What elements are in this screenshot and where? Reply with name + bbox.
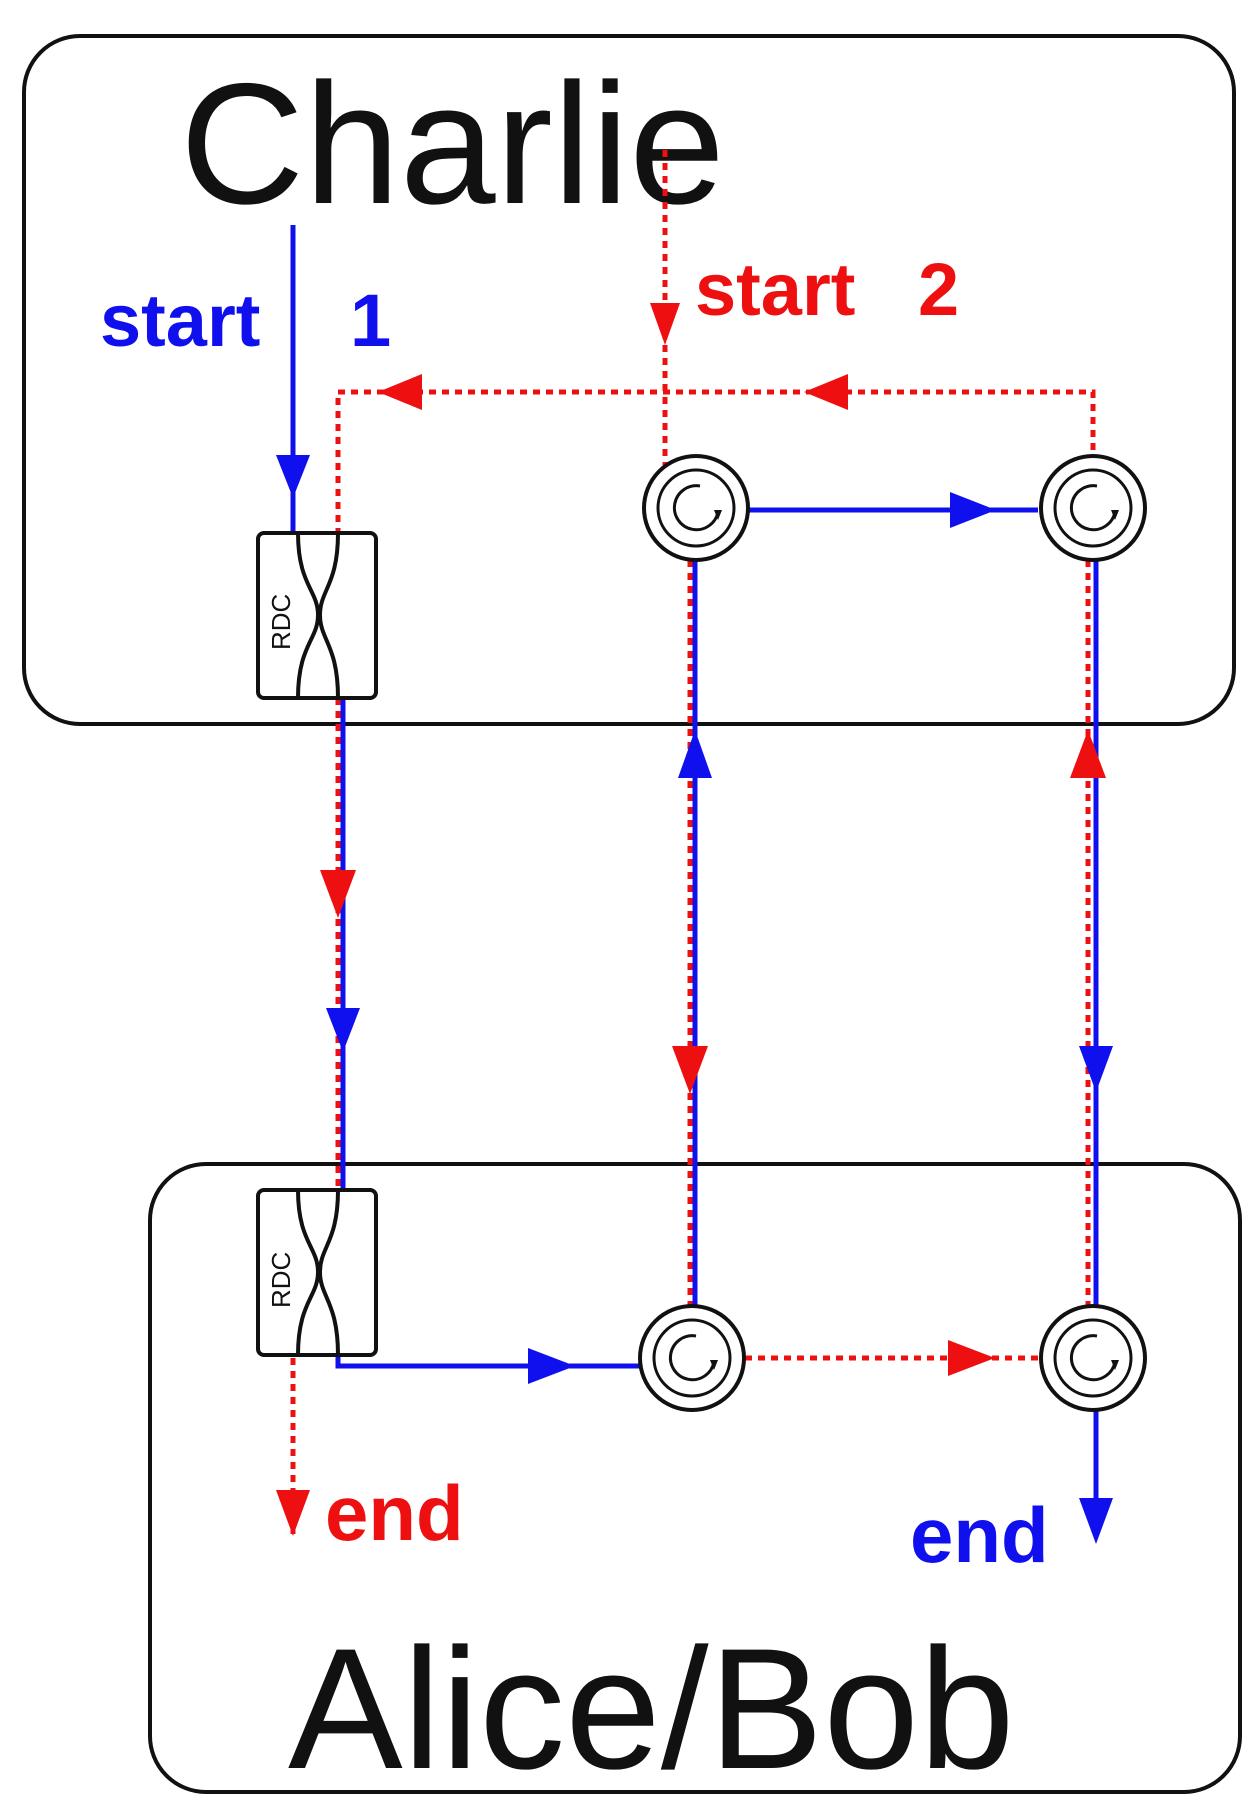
circulator-alicebob-right (1039, 1304, 1147, 1412)
arrow-up-icon (678, 730, 712, 778)
alice-bob-label: Alice/Bob (288, 1613, 1015, 1805)
path1-arrows (276, 455, 1113, 1544)
arrow-down-icon (276, 455, 310, 498)
charlie-box (22, 34, 1236, 726)
arrow-left-icon (378, 374, 422, 410)
arrow-right-icon (948, 1340, 995, 1376)
arrow-down-icon (650, 303, 680, 345)
path1-start-label: start (100, 279, 260, 362)
arrow-right-icon (950, 492, 996, 528)
path2-number-label: 2 (918, 248, 959, 331)
arrow-up-icon (1070, 730, 1106, 778)
arrow-down-icon (326, 1008, 360, 1052)
arrow-down-icon (276, 1490, 310, 1536)
rdc-coupler-charlie: RDC (256, 531, 378, 700)
path1-end-label: end (910, 1491, 1049, 1579)
path2-end-label: end (325, 1469, 464, 1557)
path2-start-label: start (695, 248, 855, 331)
rdc-coupler-alicebob: RDC (256, 1188, 378, 1357)
path2-arrows (276, 303, 1106, 1536)
arrow-down-icon (1079, 1498, 1113, 1544)
charlie-label: Charlie (180, 48, 725, 240)
rdc-label: RDC (266, 594, 296, 650)
arrow-left-icon (804, 374, 848, 410)
circulator-charlie-right (1039, 454, 1147, 562)
path1-number-label: 1 (350, 279, 391, 362)
circulator-charlie-left (642, 454, 750, 562)
arrow-down-icon (320, 870, 356, 918)
rdc-label: RDC (266, 1252, 296, 1308)
arrow-right-icon (528, 1348, 575, 1384)
arrow-down-icon (1079, 1046, 1113, 1092)
circulator-alicebob-left (638, 1304, 746, 1412)
arrow-down-icon (672, 1046, 708, 1094)
